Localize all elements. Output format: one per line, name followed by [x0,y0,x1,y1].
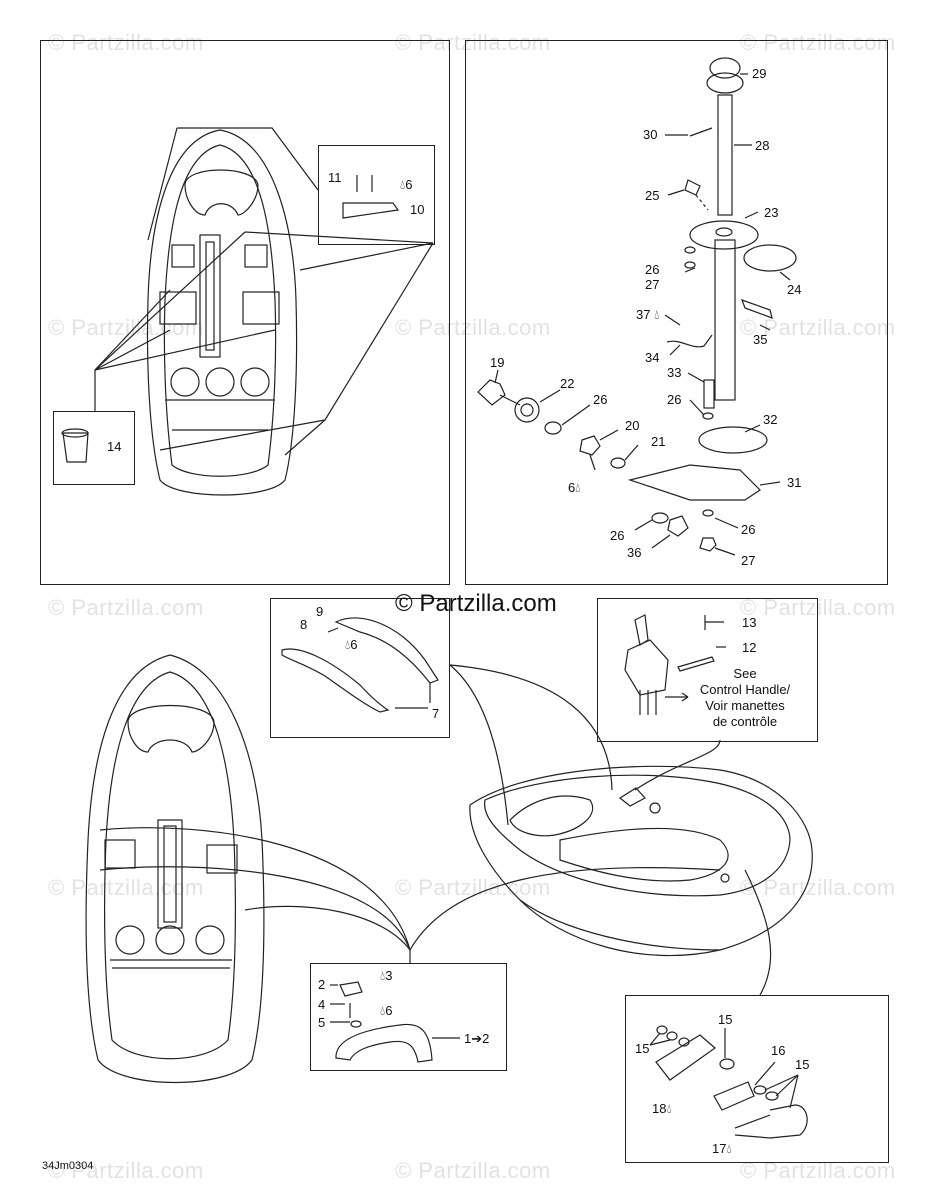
partzilla-watermark: © Partzilla.com [395,590,557,617]
boat-top-view-upper [146,129,298,496]
part-label: 19 [490,355,505,370]
sealant-drop-icon: 💧︎ [575,480,581,495]
watermark: © Partzilla.com [48,30,204,55]
part-label: 💧︎3 [380,968,393,983]
part-label: 34 [645,350,660,365]
part-label: 💧︎6 [400,177,413,192]
part-label: 5 [318,1015,326,1030]
sealant-drop-icon: 💧︎ [380,1003,386,1018]
watermark: © Partzilla.com [740,30,896,55]
watermark: © Partzilla.com [48,875,204,900]
part-label: 7 [432,706,440,721]
part-label: 17💧︎ [712,1141,732,1156]
part-label: 29 [752,66,767,81]
see-note-line: Voir manettes [705,698,785,713]
watermark: © Partzilla.com [48,315,204,340]
part-label: 26 [667,392,682,407]
part-label: 12 [742,640,757,655]
part-label: 💧︎6 [345,637,358,652]
boat-top-view-lower [85,654,265,1084]
part-label: 26 [610,528,625,543]
figure-code: 34Jm0304 [42,1160,94,1172]
part-label: 22 [560,376,575,391]
panel-control-handle-callout [597,598,818,742]
panel-steering-column [465,40,888,585]
part-label: 24 [787,282,802,297]
part-label: 8 [300,617,308,632]
part-label: 36 [627,545,642,560]
part-label: 20 [625,418,640,433]
part-label: 33 [667,365,682,380]
sealant-drop-icon: 💧︎ [726,1141,732,1156]
part-label: 25 [645,188,660,203]
part-label: 28 [755,138,770,153]
watermark: © Partzilla.com [395,1158,551,1183]
see-control-handle-note: See Control Handle/ Voir manettes de con… [690,666,800,730]
part-label: 6💧︎ [568,480,581,495]
see-note-line: Control Handle/ [699,682,791,697]
part-label: 26 [741,522,756,537]
watermark: © Partzilla.com [395,315,551,340]
part-label: 4 [318,997,326,1012]
part-label: 35 [753,332,768,347]
panel-handle-callout [310,963,507,1071]
sealant-drop-icon: 💧︎ [654,307,660,322]
part-label: 26 [593,392,608,407]
part-label: 10 [410,202,425,217]
part-label: 9 [316,604,324,619]
part-label: 2 [318,977,326,992]
boat-perspective-view [469,765,813,957]
see-note-line: de contrôle [712,714,778,729]
sealant-drop-icon: 💧︎ [380,968,386,983]
part-label: 1➔2 [464,1031,490,1046]
panel-cup-holder-callout [53,411,135,485]
part-label: 14 [107,439,122,454]
watermark: © Partzilla.com [48,595,204,620]
sealant-drop-icon: 💧︎ [345,637,351,652]
part-label: 21 [651,434,666,449]
see-note-line: See [733,666,757,681]
part-label: 30 [643,127,658,142]
watermark: © Partzilla.com [395,30,551,55]
part-label: 15 [635,1041,650,1056]
part-label: 15 [718,1012,733,1027]
panel-grab-handle-callout [270,598,450,738]
part-label: 11 [328,170,342,185]
part-label: 26 [645,262,660,277]
panel-eyelet-callout [625,995,889,1163]
part-label: 💧︎6 [380,1003,393,1018]
part-label: 31 [787,475,802,490]
sealant-drop-icon: 💧︎ [666,1101,672,1116]
watermark: © Partzilla.com [48,1158,204,1183]
part-label: 27 [741,553,756,568]
part-label: 18💧︎ [652,1101,672,1116]
part-label: 23 [764,205,779,220]
part-label: 32 [763,412,778,427]
part-label: 13 [742,615,757,630]
part-label: 16 [771,1043,786,1058]
sealant-drop-icon: 💧︎ [400,177,406,192]
part-label: 37 💧︎ [636,307,660,322]
part-label: 27 [645,277,660,292]
part-label: 15 [795,1057,810,1072]
panel-deck-hardware [40,40,450,585]
panel-cleat-callout [318,145,435,245]
